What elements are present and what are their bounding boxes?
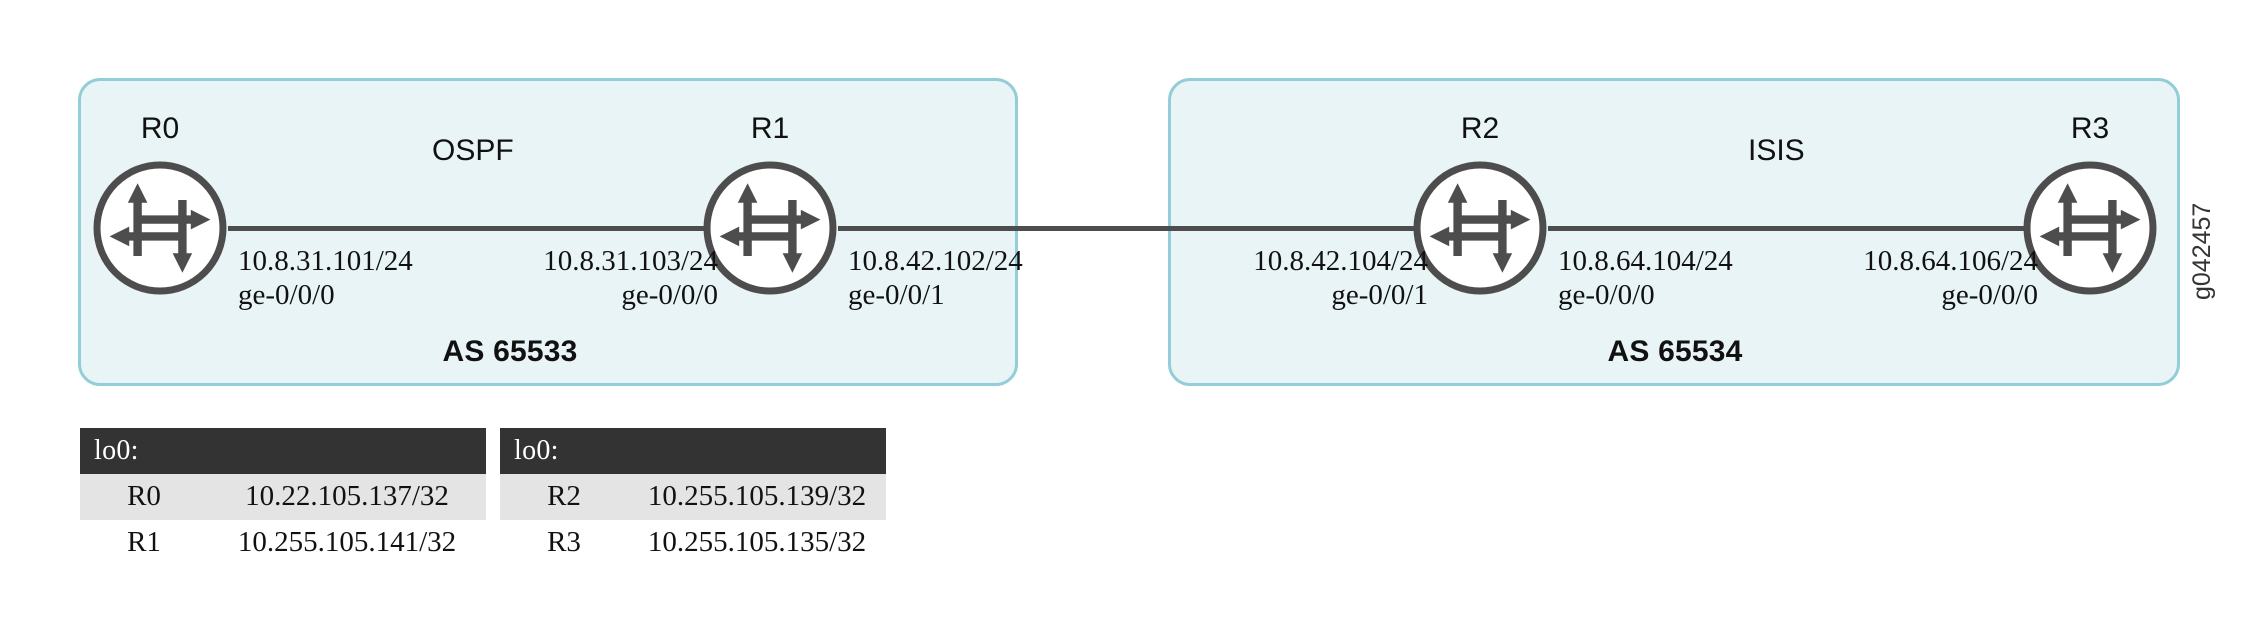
router-label-r1: R1 xyxy=(750,112,790,145)
as-label-right: AS 65534 xyxy=(1607,335,1743,368)
table-row: R1 10.255.105.141/32 xyxy=(80,519,486,566)
table-header-label: lo0: xyxy=(80,428,486,474)
table-cell-address: 10.255.105.135/32 xyxy=(628,519,886,566)
link-r0-r1 xyxy=(228,226,718,231)
as-boundary-right xyxy=(1168,78,2180,386)
loopback-table-1: lo0: R0 10.22.105.137/32 R1 10.255.105.1… xyxy=(80,428,486,566)
interface-port: ge-0/0/0 xyxy=(238,279,335,312)
table-row: R3 10.255.105.135/32 xyxy=(500,519,886,566)
interface-label-r1-ge000: 10.8.31.103/24 ge-0/0/0 xyxy=(543,244,718,312)
table-header-row: lo0: xyxy=(80,428,486,474)
table-cell-router: R2 xyxy=(500,473,628,520)
table-cell-router: R3 xyxy=(500,519,628,566)
table-cell-router: R0 xyxy=(80,473,208,520)
interface-address: 10.8.64.104/24 xyxy=(1558,245,1733,277)
table-cell-router: R1 xyxy=(80,519,208,566)
interface-label-r2-ge001: 10.8.42.104/24 ge-0/0/1 xyxy=(1253,244,1428,312)
router-label-r0: R0 xyxy=(140,112,180,145)
interface-label-r3-ge000: 10.8.64.106/24 ge-0/0/0 xyxy=(1863,244,2038,312)
interface-address: 10.8.31.103/24 xyxy=(543,245,718,277)
loopback-table-2: lo0: R2 10.255.105.139/32 R3 10.255.105.… xyxy=(500,428,886,566)
interface-address: 10.8.42.104/24 xyxy=(1253,245,1428,277)
interface-label-r2-ge000: 10.8.64.104/24 ge-0/0/0 xyxy=(1558,244,1733,312)
as-label-left: AS 65533 xyxy=(442,335,578,368)
link-r2-r3 xyxy=(1548,226,2038,231)
figure-watermark: g042457 xyxy=(2188,202,2216,300)
link-r1-r2 xyxy=(838,226,1448,231)
interface-label-r1-ge001: 10.8.42.102/24 ge-0/0/1 xyxy=(848,244,1023,312)
table-header-label: lo0: xyxy=(500,428,886,474)
table-cell-address: 10.255.105.139/32 xyxy=(628,473,886,520)
router-icon-r3 xyxy=(2020,158,2160,298)
table-row: R0 10.22.105.137/32 xyxy=(80,473,486,520)
table-cell-address: 10.22.105.137/32 xyxy=(208,473,486,520)
router-icon-r2 xyxy=(1410,158,1550,298)
router-icon-r1 xyxy=(700,158,840,298)
table-cell-address: 10.255.105.141/32 xyxy=(208,519,486,566)
interface-address: 10.8.64.106/24 xyxy=(1863,245,2038,277)
table-header-row: lo0: xyxy=(500,428,886,474)
interface-port: ge-0/0/0 xyxy=(621,279,718,312)
protocol-label-isis: ISIS xyxy=(1748,134,1805,167)
protocol-label-ospf: OSPF xyxy=(432,134,514,167)
interface-port: ge-0/0/0 xyxy=(1941,279,2038,312)
router-label-r3: R3 xyxy=(2070,112,2110,145)
interface-port: ge-0/0/1 xyxy=(848,279,945,312)
interface-label-r0-ge000: 10.8.31.101/24 ge-0/0/0 xyxy=(238,244,413,312)
router-label-r2: R2 xyxy=(1460,112,1500,145)
as-boundary-left xyxy=(78,78,1018,386)
interface-port: ge-0/0/0 xyxy=(1558,279,1655,312)
interface-address: 10.8.31.101/24 xyxy=(238,245,413,277)
table-row: R2 10.255.105.139/32 xyxy=(500,473,886,520)
interface-port: ge-0/0/1 xyxy=(1331,279,1428,312)
interface-address: 10.8.42.102/24 xyxy=(848,245,1023,277)
router-icon-r0 xyxy=(90,158,230,298)
